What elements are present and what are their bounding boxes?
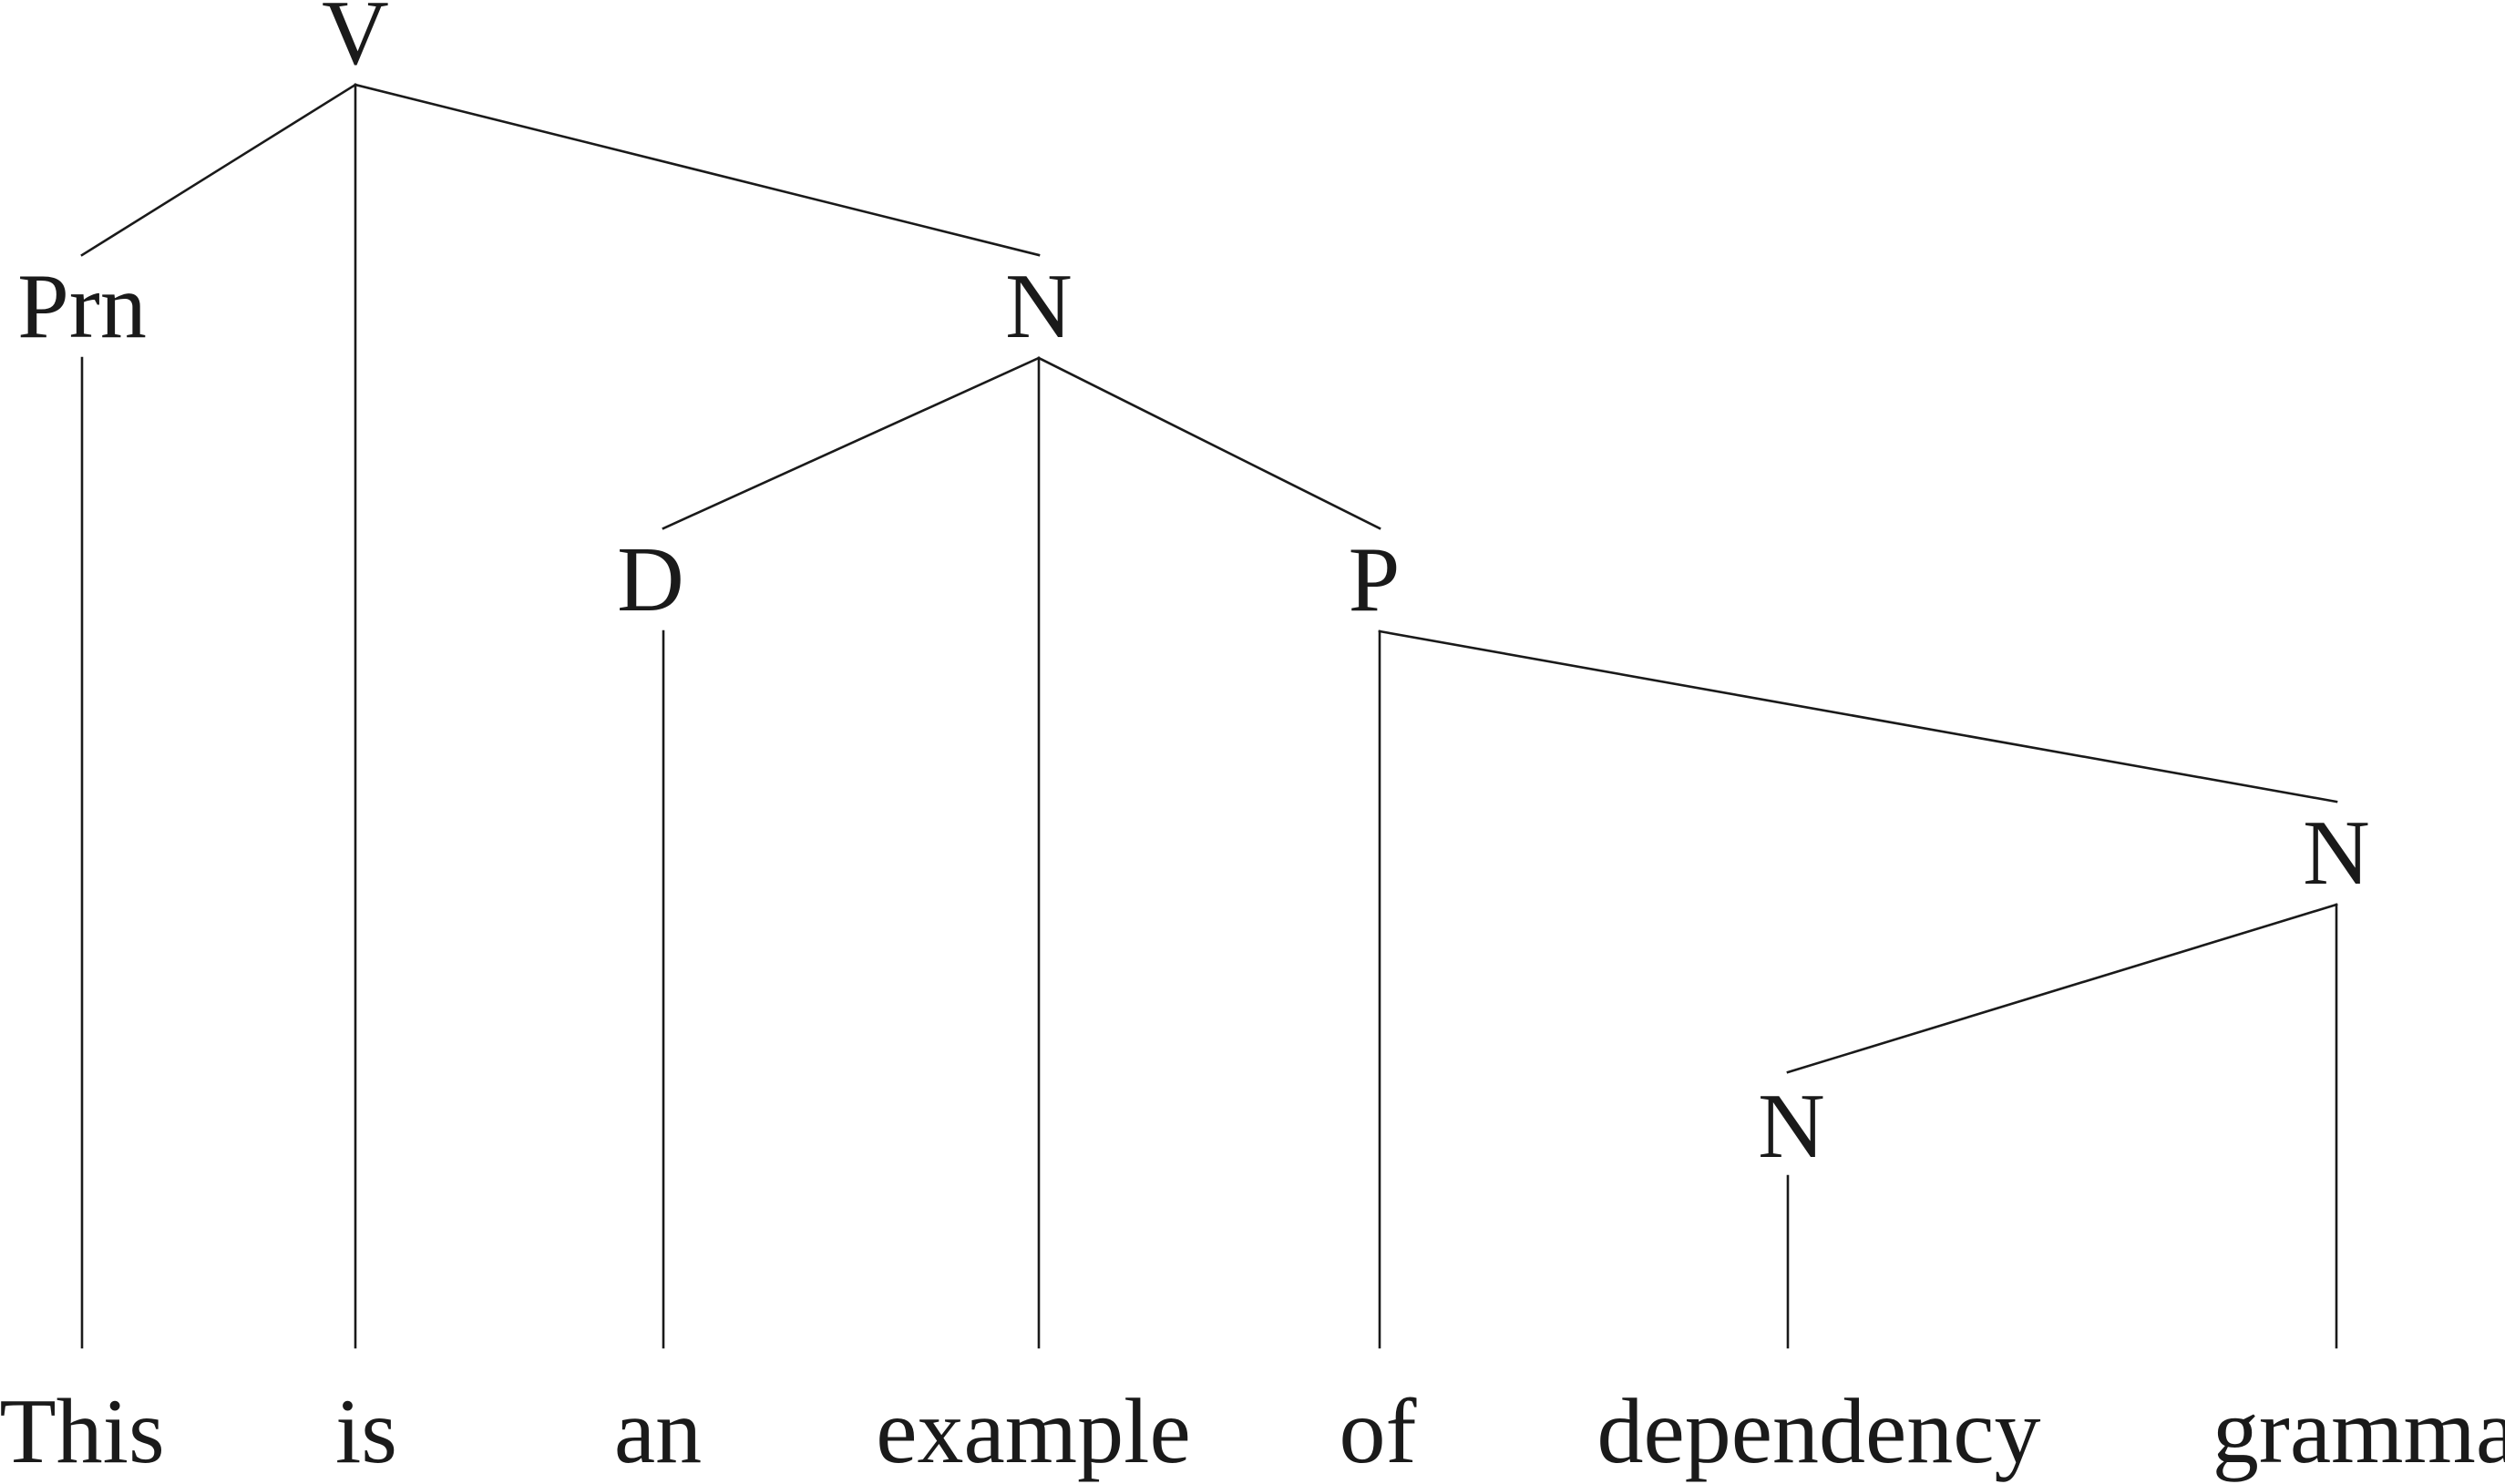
edge-n-p (1037, 356, 1381, 530)
projection-lines (80, 83, 2338, 1349)
edge-n-n (1786, 903, 2338, 1074)
word-example: example (876, 1380, 1191, 1483)
node-label-n: N (2303, 802, 2370, 905)
node-label-n: N (1005, 255, 1073, 358)
word-this: This (0, 1380, 165, 1483)
word-dependency: dependency (1596, 1380, 2040, 1483)
edge-p-n (1378, 629, 2338, 803)
word-grammar: grammar (2212, 1380, 2505, 1483)
word-of: of (1340, 1380, 1417, 1483)
edge-n-d (662, 356, 1041, 530)
node-label-v: V (322, 0, 389, 85)
word-an: an (614, 1380, 702, 1483)
dependency-edges (80, 83, 2338, 1074)
edge-v-prn (80, 83, 357, 257)
edge-v-n (354, 83, 1041, 257)
category-nodes: V Prn N D P N N (17, 0, 2370, 1178)
node-label-d: D (617, 528, 684, 631)
word-is: is (335, 1380, 397, 1483)
node-label-n: N (1758, 1075, 1825, 1178)
node-label-p: P (1349, 528, 1401, 631)
sentence-words: This is an example of dependency grammar (0, 1380, 2505, 1483)
node-label-prn: Prn (17, 255, 147, 358)
